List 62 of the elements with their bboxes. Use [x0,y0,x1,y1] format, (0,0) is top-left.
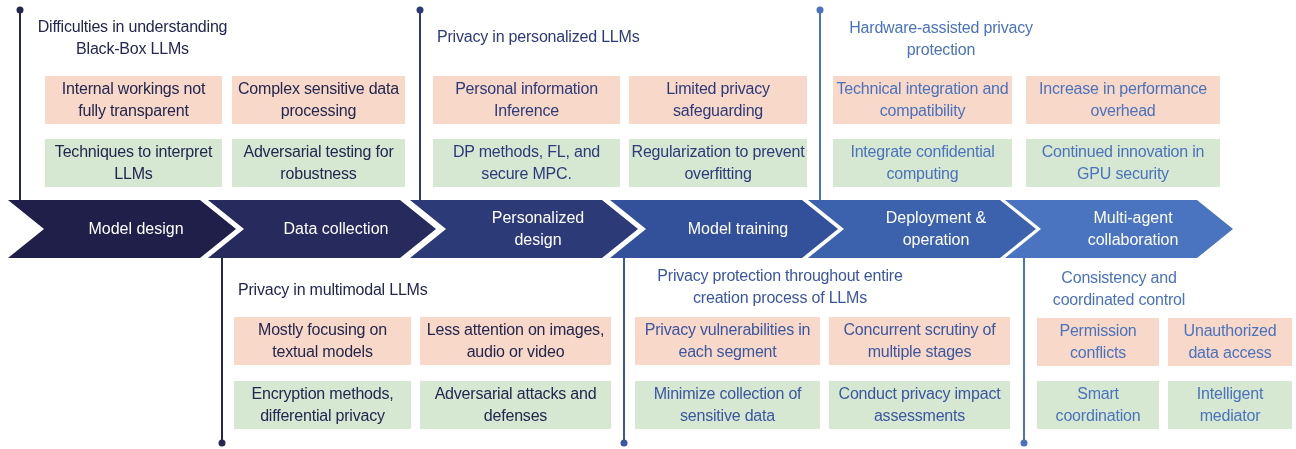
box-text: Mostly focusing on textual models [257,319,388,362]
box-text: Techniques to interpret LLMs [53,141,214,184]
solution-box [829,381,1010,429]
issue-box [1037,318,1159,366]
box-text: DP methods, FL, and secure MPC. [451,141,602,184]
stage-label: Data collection [282,218,390,239]
box-text: Less attention on images, audio or video [425,319,606,362]
box-text: Continued innovation in GPU security [1040,141,1206,184]
stage-label: Personalized design [490,207,586,250]
box-text: Conduct privacy impact assessments [837,383,1002,426]
stage-label: Multi-agent collaboration [1086,207,1180,250]
box-text: Permission conflicts [1058,320,1138,363]
solution-box [433,139,620,187]
box-text: Concurrent scrutiny of multiple stages [842,319,997,362]
section-heading: Hardware-assisted privacy protection [848,18,1034,61]
solution-box [635,381,820,429]
chevron-stage [208,200,436,258]
solution-box [232,139,405,187]
issue-box [629,76,807,124]
solution-box [234,381,411,429]
solution-box [1026,139,1220,187]
solution-box [45,139,222,187]
chevron-stage [1005,200,1233,258]
box-text: Adversarial attacks and defenses [433,383,598,426]
stage-label: Model design [87,218,185,239]
box-text: Complex sensitive data processing [237,78,400,121]
section-heading: Consistency and coordinated control [1051,268,1187,311]
box-text: Smart coordination [1054,383,1142,426]
issue-box [635,317,820,365]
section-heading: Privacy protection throughout entire creation process of LLMs [656,266,904,309]
issue-box [234,317,411,365]
issue-box [829,317,1010,365]
section-heading: Difficulties in understanding Black-Box LLMs [36,17,229,60]
chevron-stage [8,200,236,258]
solution-box [1037,381,1159,429]
stage-label: Model training [686,218,790,239]
box-text: Minimize collection of sensitive data [652,383,803,426]
box-text: Encryption methods, differential privacy [250,383,395,426]
chevron-stage [410,200,638,258]
solution-box [420,381,611,429]
box-text: Integrate confidential computing [849,141,996,184]
box-text: Internal workings not fully transparent [60,78,207,121]
box-text: Unauthorized data access [1182,320,1278,363]
box-text: Privacy vulnerabilities in each segment [643,319,812,362]
box-text: Adversarial testing for robustness [242,141,395,184]
section-heading: Privacy in multimodal LLMs [238,280,429,300]
box-text: Regularization to prevent overfitting [630,141,806,184]
issue-box [1168,318,1292,366]
issue-box [433,76,620,124]
box-text: Increase in performance overhead [1038,78,1208,121]
chevron-stage [808,200,1036,258]
solution-box [833,139,1012,187]
chevron-stage [610,200,838,258]
section-heading: Privacy in personalized LLMs [437,27,641,47]
box-text: Limited privacy safeguarding [665,78,771,121]
solution-box [1168,381,1292,429]
issue-box [1026,76,1220,124]
box-text: Technical integration and compatibility [835,78,1010,121]
box-text: Personal information Inference [454,78,599,121]
issue-box [45,76,222,124]
box-text: Intelligent mediator [1195,383,1265,426]
stage-label: Deployment & operation [884,207,988,250]
